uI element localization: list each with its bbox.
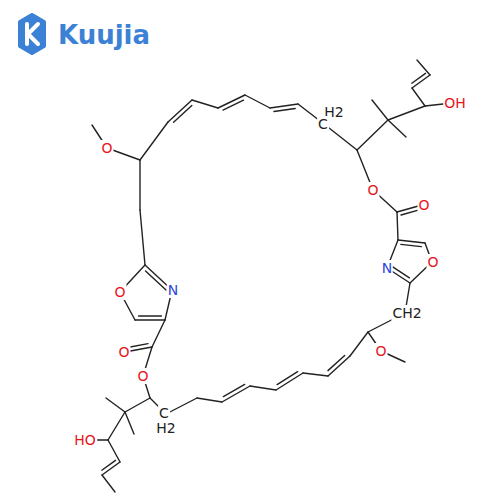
double-bond-stroke xyxy=(102,460,116,470)
double-bond-stroke xyxy=(328,355,345,370)
atom-label: H2 xyxy=(155,420,176,436)
atom-label: O xyxy=(113,284,126,300)
atom-label: O xyxy=(426,254,439,270)
atom-label: O xyxy=(100,140,113,156)
double-bond-stroke xyxy=(146,271,167,290)
atom-label: N xyxy=(167,282,179,298)
double-bond-stroke xyxy=(139,315,162,316)
atom-label: OH xyxy=(443,95,467,111)
atom-label: C xyxy=(317,116,329,132)
double-bond-stroke xyxy=(412,73,426,83)
double-bond-stroke xyxy=(392,266,409,277)
logo-icon xyxy=(20,15,44,53)
atom-label: O xyxy=(136,368,149,384)
atom-label: O xyxy=(117,344,130,360)
atom-label: O xyxy=(417,197,430,213)
atom-label: N xyxy=(381,260,393,276)
double-bond-stroke xyxy=(128,344,149,348)
double-bond-stroke xyxy=(174,106,192,123)
double-bond-stroke xyxy=(274,108,295,111)
watermark-logo: Kuujia xyxy=(58,22,150,48)
atom-label: O xyxy=(374,343,387,359)
double-bond-stroke xyxy=(223,100,244,110)
double-bond-stroke xyxy=(277,372,298,385)
atom-label: C xyxy=(158,405,170,421)
atom-label: O xyxy=(366,182,379,198)
double-bond-stroke xyxy=(223,384,244,396)
atom-label: HO xyxy=(73,432,97,448)
atom-label: CH2 xyxy=(391,305,422,321)
bonds xyxy=(86,60,452,492)
double-bond-stroke xyxy=(401,244,422,246)
